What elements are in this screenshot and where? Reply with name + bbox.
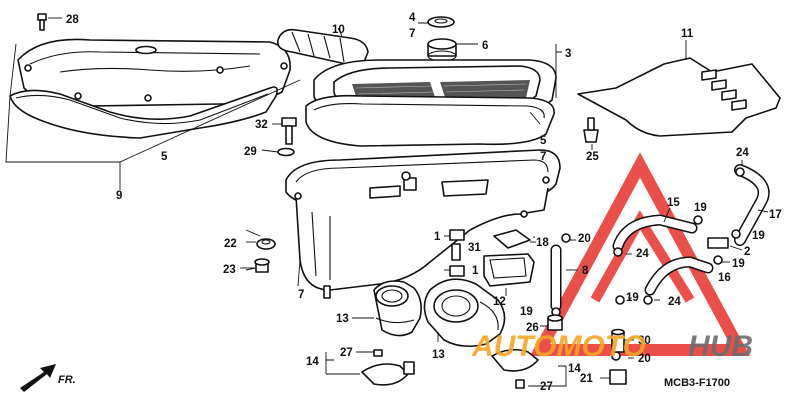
callout-10: 10 (332, 24, 345, 36)
grommet-26 (540, 314, 563, 331)
callout-21: 21 (580, 373, 593, 385)
part-code: MCB3-F1700 (664, 377, 730, 389)
callout-11: 11 (681, 28, 694, 40)
callout-19-b: 19 (752, 230, 765, 242)
callout-9: 9 (116, 190, 122, 202)
callout-2: 2 (744, 246, 750, 258)
callout-labels: 28 10 4 7 6 3 11 32 29 5 5 7 9 25 24 15 … (66, 12, 782, 393)
callout-4: 4 (409, 12, 416, 24)
callout-30: 30 (638, 335, 651, 347)
callout-12: 12 (493, 296, 506, 308)
callout-13-upper: 13 (336, 313, 349, 325)
grommet-4 (427, 16, 455, 28)
callout-13-lower: 13 (432, 349, 445, 361)
callout-18: 18 (536, 237, 549, 249)
clip-25 (583, 117, 599, 143)
hose-17 (734, 164, 770, 246)
callout-32: 32 (255, 119, 268, 131)
callout-5-left: 5 (161, 151, 168, 163)
callout-20-top: 20 (578, 233, 591, 245)
cover-seal (9, 86, 278, 139)
callout-14-right: 14 (568, 363, 581, 375)
joint-2 (707, 237, 743, 251)
intake-funnel-13a (352, 280, 422, 337)
drain-plug-22 (246, 238, 276, 250)
callout-28: 28 (66, 14, 79, 26)
callout-23: 23 (223, 264, 236, 276)
callout-1-upper: 1 (434, 231, 441, 243)
callout-1-lower: 1 (472, 265, 479, 277)
clamp-band-14b (491, 348, 567, 389)
group-bracket-9 (5, 43, 301, 190)
bolt-32 (272, 117, 297, 145)
washer-29 (261, 147, 295, 157)
leader-4-6 (418, 22, 478, 45)
clamp-band-14a (325, 349, 415, 386)
callout-31: 31 (468, 242, 481, 254)
bolt-28 (37, 13, 62, 31)
callout-24-mid: 24 (636, 248, 649, 260)
pin-1-lower (444, 265, 465, 277)
callout-17: 17 (769, 209, 782, 221)
spacer-30 (611, 328, 634, 353)
callout-7-top: 7 (409, 28, 415, 40)
callout-7-bottom: 7 (298, 289, 304, 301)
sensor-12 (483, 253, 535, 296)
callout-24-low: 24 (668, 296, 681, 308)
hose-16 (644, 256, 714, 296)
callout-27-right: 27 (540, 381, 553, 393)
heat-shield-11 (577, 40, 781, 137)
pin-1-upper (444, 229, 465, 241)
hose-8 (550, 244, 578, 312)
callout-26: 26 (526, 322, 539, 334)
callout-19-e: 19 (626, 292, 639, 304)
callout-19-d: 19 (520, 306, 533, 318)
callout-6: 6 (482, 40, 488, 52)
front-direction-arrow (20, 364, 56, 392)
callout-16: 16 (718, 272, 731, 284)
callout-7-right: 7 (540, 151, 546, 163)
direction-label: FR. (58, 374, 76, 386)
clamp-set (551, 167, 745, 361)
grommet-6 (427, 38, 457, 62)
nut-21 (600, 369, 627, 385)
callout-5-right: 5 (540, 135, 547, 147)
leader-lines (245, 144, 743, 387)
callout-24-top: 24 (736, 147, 749, 159)
watermark-text-part2: HUB (688, 330, 753, 363)
callout-27-left: 27 (340, 347, 353, 359)
callout-20-bottom: 20 (638, 353, 651, 365)
air-cleaner-case (285, 149, 561, 299)
callout-19-a: 19 (694, 202, 707, 214)
callout-3: 3 (565, 48, 571, 60)
intake-funnel-13b (423, 278, 506, 348)
bracket-3 (529, 44, 562, 125)
screw-31 (451, 243, 461, 261)
inlet-duct-10 (276, 27, 369, 67)
callout-29: 29 (244, 146, 257, 158)
callout-8: 8 (582, 265, 589, 277)
callout-19-c: 19 (732, 258, 745, 270)
callout-22: 22 (224, 238, 237, 250)
hose-15 (612, 207, 698, 252)
callout-15: 15 (667, 197, 680, 209)
watermark-text-part1: AUTOMOTO (471, 330, 646, 363)
watermark-text: AUTOMOTO HUB (471, 330, 753, 363)
drain-cap-23 (240, 258, 270, 273)
callout-14-left: 14 (306, 356, 319, 368)
callout-25: 25 (586, 151, 599, 163)
element-seal-lower (305, 94, 555, 147)
pad-18 (493, 229, 536, 249)
